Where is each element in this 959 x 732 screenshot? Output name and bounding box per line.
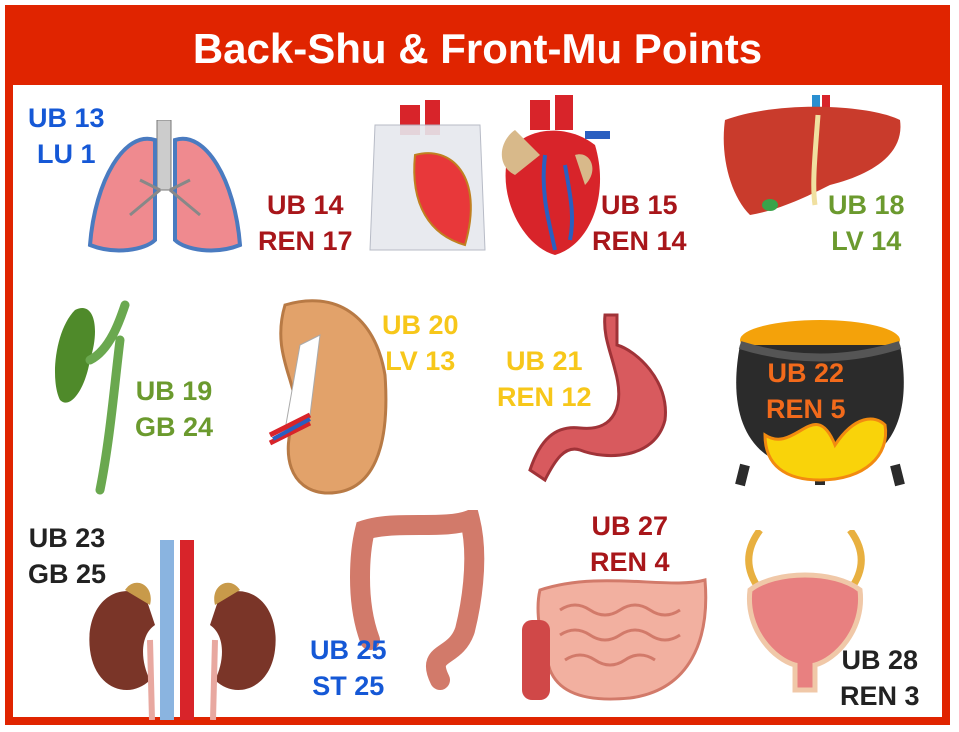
bladder-icon	[745, 530, 865, 693]
small-intestine-icon	[522, 578, 708, 701]
liver-icon	[723, 95, 901, 215]
gallbladder-icon	[55, 300, 130, 495]
stomach-icon	[528, 313, 667, 483]
lung-icon	[87, 120, 243, 253]
cauldron-icon	[735, 320, 905, 487]
spleen-icon	[268, 299, 388, 495]
kidney-icon	[89, 540, 276, 720]
heart-icon	[501, 95, 610, 255]
pericardium-icon	[369, 100, 486, 251]
page-title: Back-Shu & Front-Mu Points	[192, 25, 763, 72]
large-intestine-icon	[350, 510, 485, 690]
